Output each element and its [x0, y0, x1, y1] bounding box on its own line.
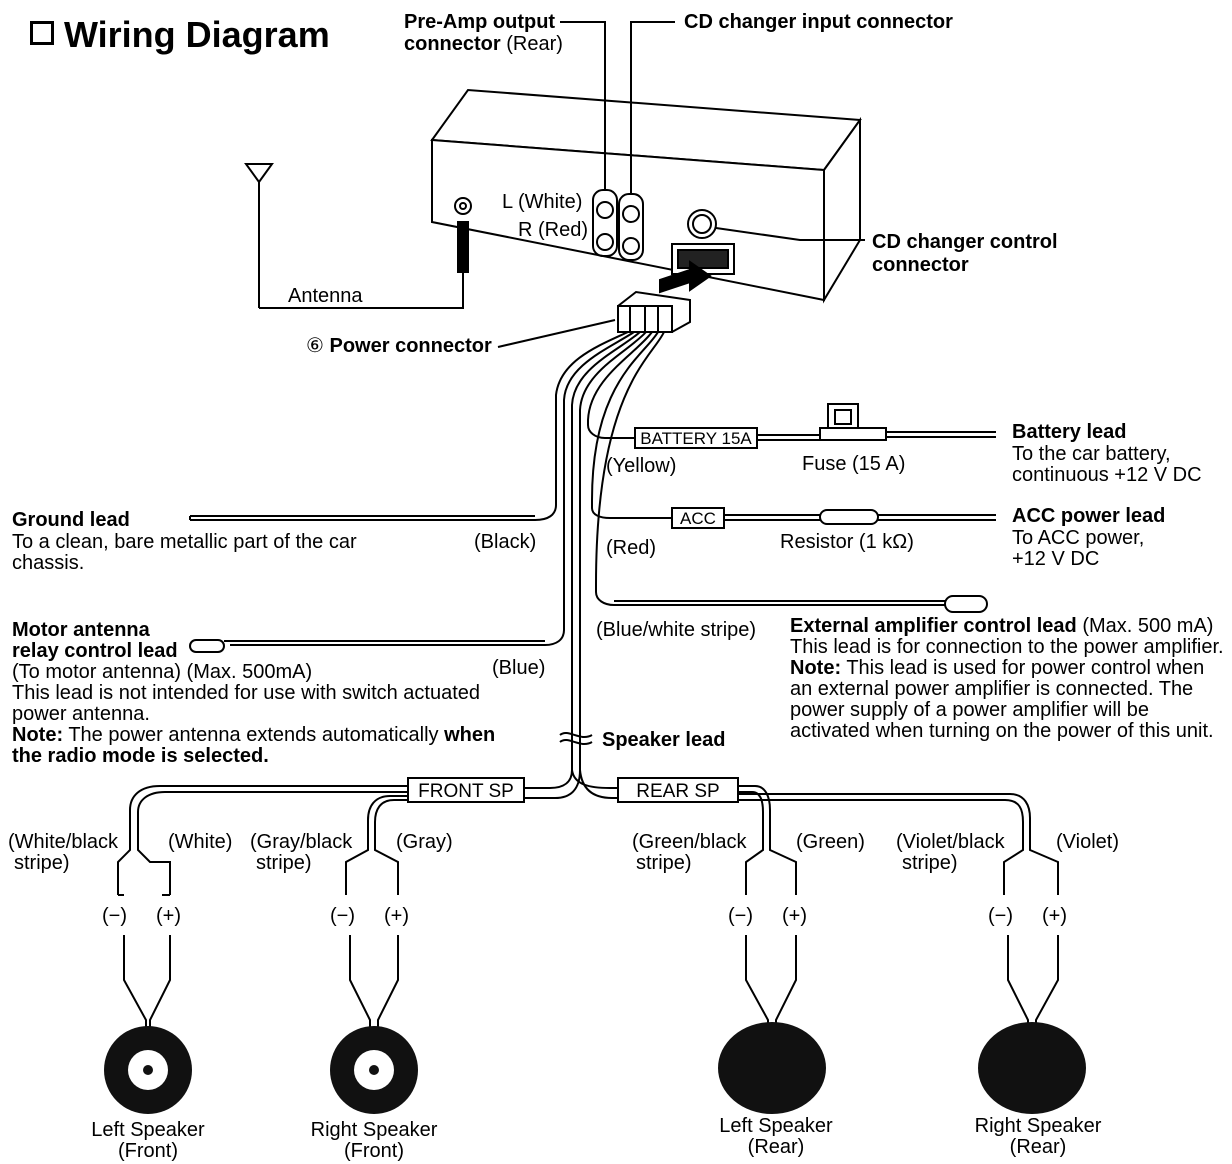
speaker-fork-rf: [345, 835, 399, 1050]
battery-box-label: BATTERY 15A: [640, 429, 752, 448]
acc-box-label: ACC: [680, 509, 716, 528]
front-sp-label: FRONT SP: [418, 781, 514, 802]
green-black-label-2: stripe): [636, 852, 692, 874]
gray-label: (Gray): [396, 831, 453, 853]
motor-note-2: the radio mode is selected.: [12, 745, 269, 767]
fuse-label: Fuse (15 A): [802, 453, 906, 475]
checkbox-icon: [30, 21, 54, 45]
motor-desc-3: power antenna.: [12, 703, 150, 725]
cd-input-label: CD changer input connector: [684, 11, 953, 33]
gray-black-label-2: stripe): [256, 852, 312, 874]
motor-desc-1: (To motor antenna) (Max. 500mA): [12, 661, 313, 683]
ground-lead-desc: To a clean, bare metallic part of the ca…: [12, 531, 357, 553]
page-title: Wiring Diagram: [30, 16, 330, 54]
left-rear-speaker-icon: [718, 1022, 826, 1114]
black-label: (Black): [474, 531, 537, 553]
power-connector-label: ⑥ Power connector: [306, 335, 492, 357]
rr-plus: (+): [1042, 905, 1067, 927]
motor-desc-2: This lead is not intended for use with s…: [12, 682, 481, 704]
violet-black-label: (Violet/black: [896, 831, 1005, 853]
motor-note: Note: The power antenna extends automati…: [12, 724, 496, 746]
right-front-speaker-label: Right Speaker: [310, 1119, 438, 1141]
acc-lead-desc: To ACC power,: [1012, 527, 1145, 549]
cd-control-label-2: connector: [872, 254, 969, 276]
violet-label: (Violet): [1056, 831, 1119, 853]
power-connector-plug: [617, 290, 691, 334]
preamp-label-2: connector (Rear): [404, 33, 563, 55]
motor-antenna-title-2: relay control lead: [12, 640, 178, 662]
acc-lead-desc-2: +12 V DC: [1012, 548, 1100, 570]
ext-amp-title: External amplifier control lead (Max. 50…: [790, 615, 1214, 637]
left-white-label: L (White): [502, 191, 583, 213]
lf-minus: (−): [102, 905, 127, 927]
speaker-fork-lf: [117, 835, 171, 1050]
green-label: (Green): [796, 831, 865, 853]
right-rear-speaker-label: Right Speaker: [974, 1115, 1102, 1137]
speaker-lead-label: Speaker lead: [602, 729, 726, 751]
battery-lead-desc-2: continuous +12 V DC: [1012, 464, 1202, 486]
gray-black-label: (Gray/black: [250, 831, 353, 853]
speaker-fork-lr: [745, 835, 797, 1050]
ext-amp-note: Note: This lead is used for power contro…: [790, 657, 1205, 679]
right-rear-speaker-label-2: (Rear): [1009, 1136, 1067, 1158]
head-unit: [430, 88, 862, 304]
cd-changer-din-icon: [687, 209, 717, 239]
preamp-label: Pre-Amp output: [404, 11, 556, 33]
yellow-label: (Yellow): [606, 455, 677, 477]
rf-minus: (−): [330, 905, 355, 927]
cd-control-label: CD changer control: [872, 231, 1058, 253]
acc-lead-title: ACC power lead: [1012, 505, 1166, 527]
antenna-jack-icon: [454, 197, 472, 215]
rear-sp-label: REAR SP: [636, 781, 719, 802]
right-rear-speaker-icon: [978, 1022, 1086, 1114]
lr-plus: (+): [782, 905, 807, 927]
lr-minus: (−): [728, 905, 753, 927]
ext-amp-desc: This lead is for connection to the power…: [790, 636, 1224, 658]
right-red-label: R (Red): [518, 219, 589, 241]
motor-antenna-title: Motor antenna: [12, 619, 150, 641]
white-label: (White): [168, 831, 233, 853]
white-black-label-2: stripe): [14, 852, 70, 874]
left-front-speaker-label: Left Speaker: [91, 1119, 205, 1141]
green-black-label: (Green/black: [632, 831, 747, 853]
ext-amp-note-3: power supply of a power amplifier will b…: [790, 699, 1150, 721]
antenna-label: Antenna: [288, 285, 363, 307]
red-label: (Red): [606, 537, 657, 559]
right-front-speaker-icon: [330, 1026, 418, 1114]
left-rear-speaker-label: Left Speaker: [719, 1115, 833, 1137]
white-black-label: (White/black: [8, 831, 119, 853]
antenna-icon: [244, 163, 469, 309]
battery-lead-desc: To the car battery,: [1012, 443, 1171, 465]
ground-lead-title: Ground lead: [12, 509, 130, 531]
violet-black-label-2: stripe): [902, 852, 958, 874]
resistor-label: Resistor (1 kΩ): [780, 531, 914, 553]
right-front-speaker-label-2: (Front): [344, 1140, 404, 1162]
left-rear-speaker-label-2: (Rear): [747, 1136, 805, 1158]
blue-label: (Blue): [492, 657, 546, 679]
rr-minus: (−): [988, 905, 1013, 927]
left-front-speaker-icon: [104, 1026, 192, 1114]
ext-amp-note-2: an external power amplifier is connected…: [790, 678, 1194, 700]
battery-lead-title: Battery lead: [1012, 421, 1127, 443]
ground-lead-desc-2: chassis.: [12, 552, 85, 574]
left-front-speaker-label-2: (Front): [118, 1140, 178, 1162]
speaker-fork-rr: [1003, 835, 1059, 1050]
rf-plus: (+): [384, 905, 409, 927]
ext-amp-note-4: activated when turning on the power of t…: [790, 720, 1214, 742]
lf-plus: (+): [156, 905, 181, 927]
blue-white-label: (Blue/white stripe): [596, 619, 757, 641]
